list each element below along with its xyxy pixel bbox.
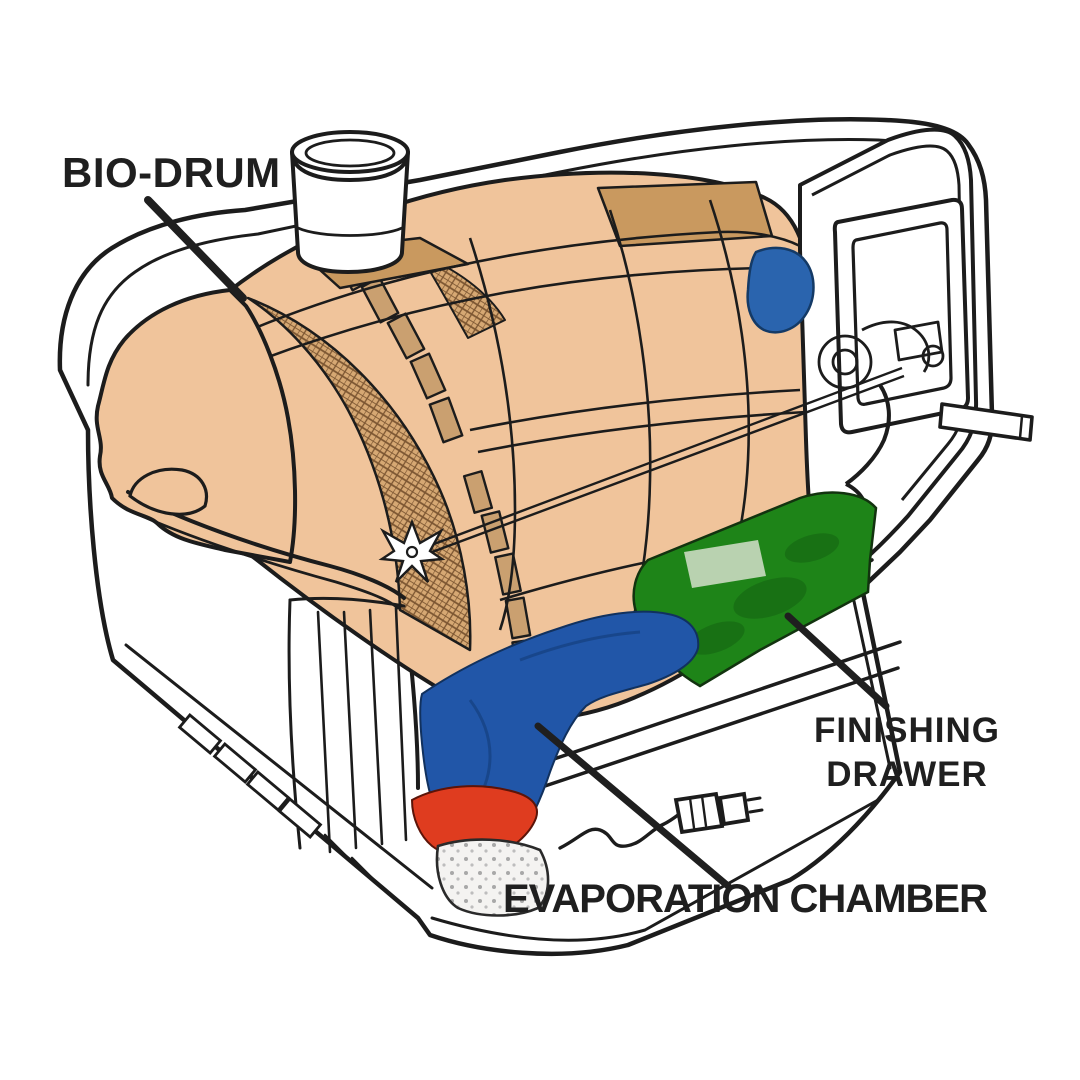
- panel-opening: [851, 221, 953, 406]
- label-finishing-line2: DRAWER: [826, 754, 988, 794]
- drum-drive-mechanism: [814, 320, 945, 540]
- drum-axle: [378, 366, 905, 583]
- base-cleats: [177, 713, 323, 839]
- compost-pile: [435, 838, 550, 917]
- label-finishing-line1: FINISHING: [814, 711, 1000, 750]
- power-cord-plug: [558, 791, 764, 850]
- drum-mesh-top: [419, 254, 506, 339]
- side-rail: [938, 402, 1034, 442]
- bio-drum-leader: [144, 196, 247, 302]
- label-finishing-drawer: FINISHING DRAWER: [792, 712, 1022, 800]
- plug-prongs: [746, 796, 764, 814]
- plug-body: [673, 791, 725, 835]
- finishing-drawer-leader: [784, 612, 890, 710]
- label-bio-drum: BIO-DRUM: [62, 149, 281, 196]
- rear-access-panel: [798, 127, 1034, 598]
- vent-connection: [746, 246, 815, 334]
- handle-pocket: [128, 467, 208, 516]
- left-body-details: [124, 467, 434, 890]
- leader-lines: [144, 196, 890, 890]
- evaporation-chamber-leader: [534, 722, 732, 890]
- plug-head: [717, 791, 751, 827]
- inlet-chute: [290, 130, 410, 274]
- label-evaporation-chamber: EVAPORATION CHAMBER: [503, 877, 988, 921]
